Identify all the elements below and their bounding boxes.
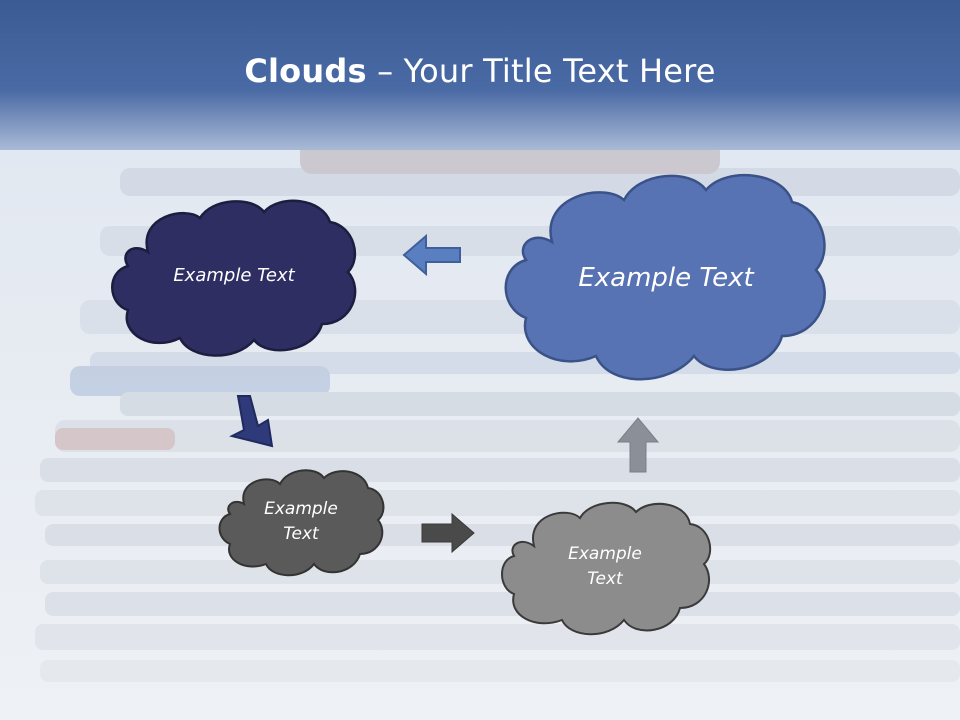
- cloud-blue-text: Example Text: [578, 263, 754, 294]
- arrow-left-icon: [402, 233, 461, 277]
- cloud-dark-gray-shape: [218, 469, 385, 577]
- cloud-gray-shape: [501, 501, 712, 636]
- arrow-right-icon: [421, 512, 475, 554]
- slide-title: Clouds – Your Title Text Here: [0, 52, 960, 90]
- cloud-blue[interactable]: Example Text: [500, 166, 832, 392]
- arrow-down-right-icon: [229, 395, 274, 448]
- cloud-gray[interactable]: Example Text: [500, 496, 712, 638]
- cloud-dark-gray-text: Example Text: [264, 499, 338, 544]
- cloud-dark-gray[interactable]: Example Text: [218, 466, 385, 578]
- arrow-up-icon: [616, 417, 660, 473]
- title-dash: –: [377, 52, 394, 90]
- cloud-navy-shape: [111, 199, 357, 357]
- title-bold: Clouds: [244, 52, 367, 90]
- title-rest: Your Title Text Here: [403, 52, 716, 90]
- cloud-blue-shape: [504, 174, 826, 381]
- cloud-navy[interactable]: Example Text: [108, 192, 360, 360]
- cloud-navy-text: Example Text: [173, 264, 295, 286]
- cloud-gray-text: Example Text: [568, 544, 642, 589]
